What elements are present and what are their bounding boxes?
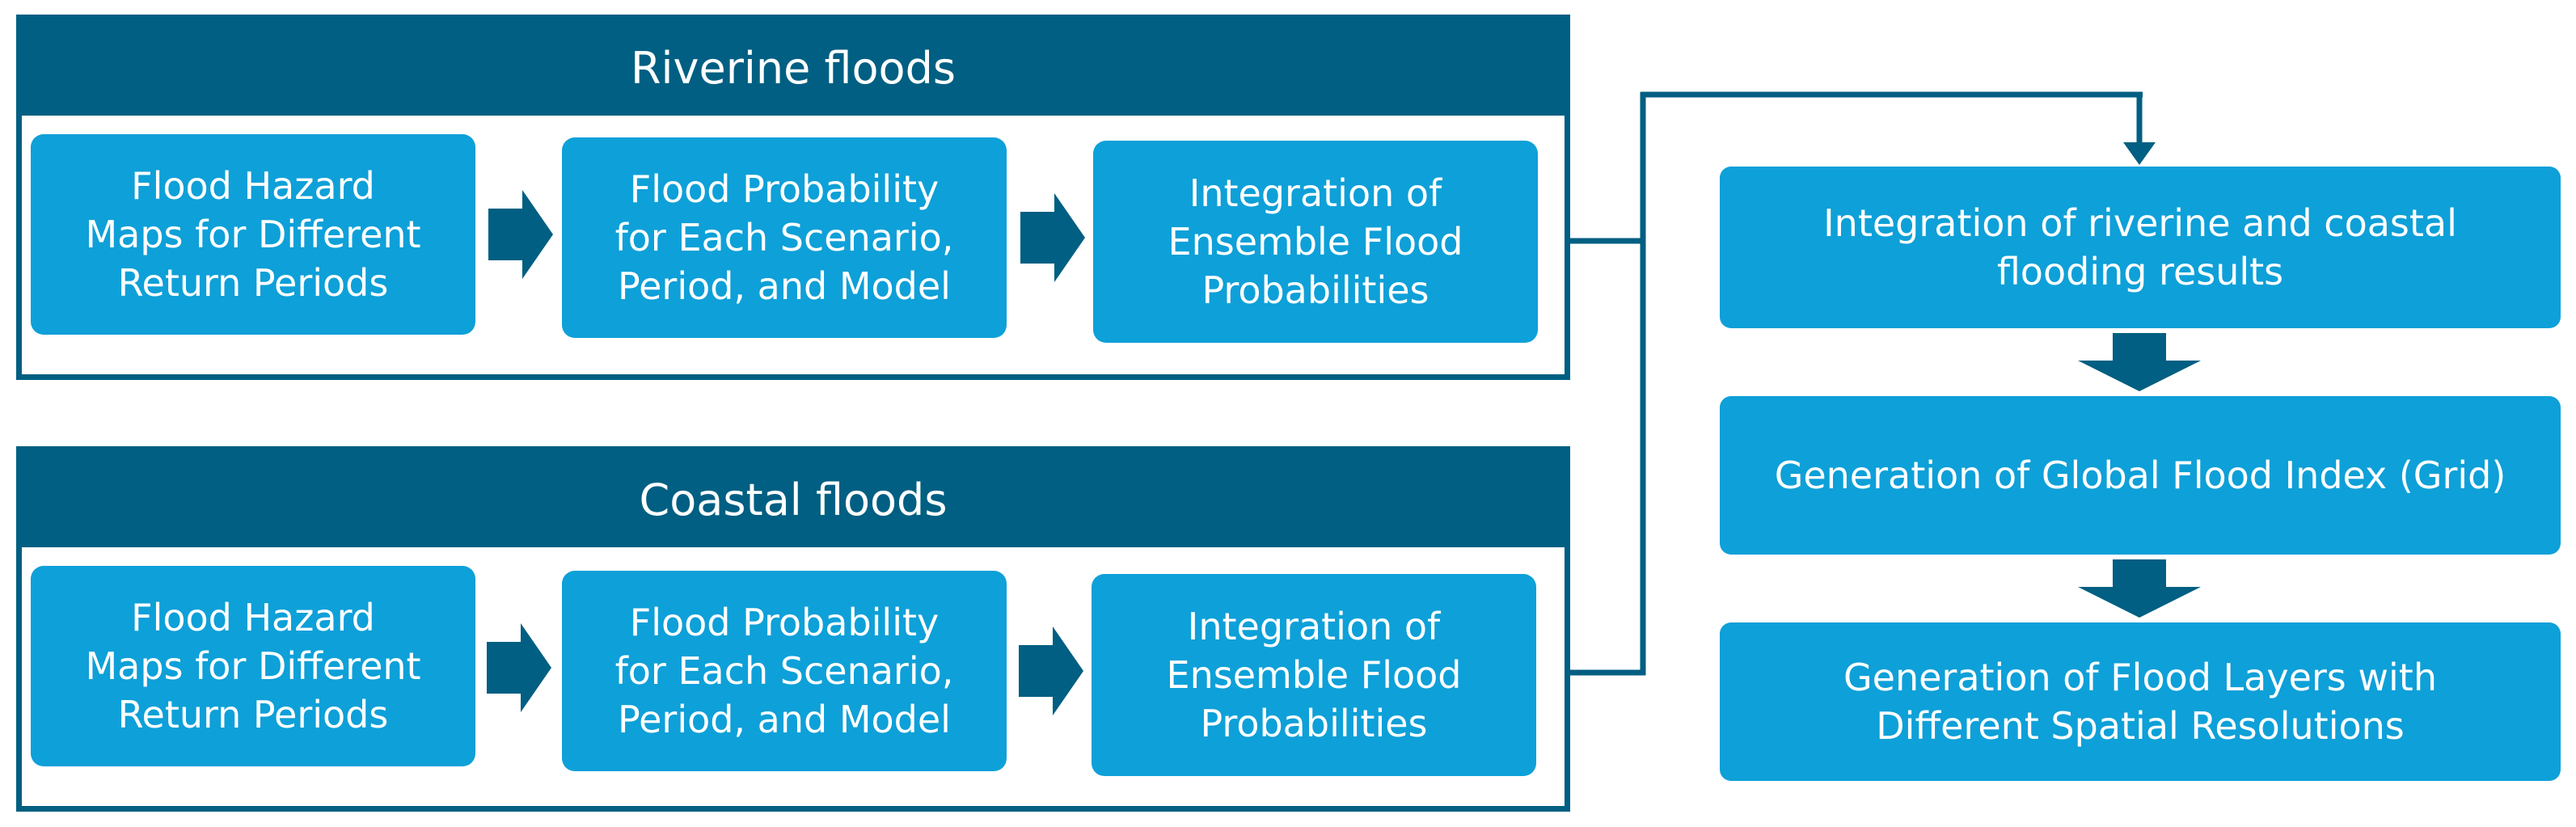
coastal-arrow-2-shaft bbox=[1019, 645, 1053, 697]
down-connector-arrowhead bbox=[2123, 142, 2156, 165]
coastal-arrow-2-icon bbox=[1053, 627, 1083, 715]
riverine-arrow-2-shaft bbox=[1020, 212, 1054, 264]
riverine-arrow-2-icon bbox=[1054, 193, 1085, 282]
coastal-arrow-1-icon bbox=[521, 623, 551, 712]
riverine-step-flood-probability: Flood Probability for Each Scenario, Per… bbox=[562, 137, 1007, 338]
coastal-step-ensemble-integration: Integration of Ensemble Flood Probabilit… bbox=[1092, 574, 1536, 776]
output-global-flood-index: Generation of Global Flood Index (Grid) bbox=[1720, 396, 2561, 555]
coastal-title: Coastal floods bbox=[22, 452, 1565, 547]
coastal-step-flood-probability: Flood Probability for Each Scenario, Per… bbox=[562, 571, 1007, 771]
riverine-step-hazard-maps: Flood Hazard Maps for Different Return P… bbox=[31, 134, 475, 335]
coastal-step-hazard-maps: Flood Hazard Maps for Different Return P… bbox=[31, 566, 475, 766]
output-integration-riverine-coastal: Integration of riverine and coastal floo… bbox=[1720, 167, 2561, 328]
riverine-title: Riverine floods bbox=[22, 20, 1565, 116]
output-arrow-1-icon bbox=[2078, 361, 2201, 391]
output-flood-layers-resolutions: Generation of Flood Layers with Differen… bbox=[1720, 622, 2561, 781]
riverine-arrow-1-icon bbox=[522, 190, 553, 279]
riverine-step-ensemble-integration: Integration of Ensemble Flood Probabilit… bbox=[1093, 141, 1538, 343]
riverine-arrow-1-shaft bbox=[488, 209, 522, 260]
output-arrow-1-shaft bbox=[2113, 333, 2166, 362]
coastal-arrow-1-shaft bbox=[487, 642, 521, 694]
output-arrow-2-shaft bbox=[2113, 559, 2166, 589]
output-arrow-2-icon bbox=[2078, 587, 2201, 618]
